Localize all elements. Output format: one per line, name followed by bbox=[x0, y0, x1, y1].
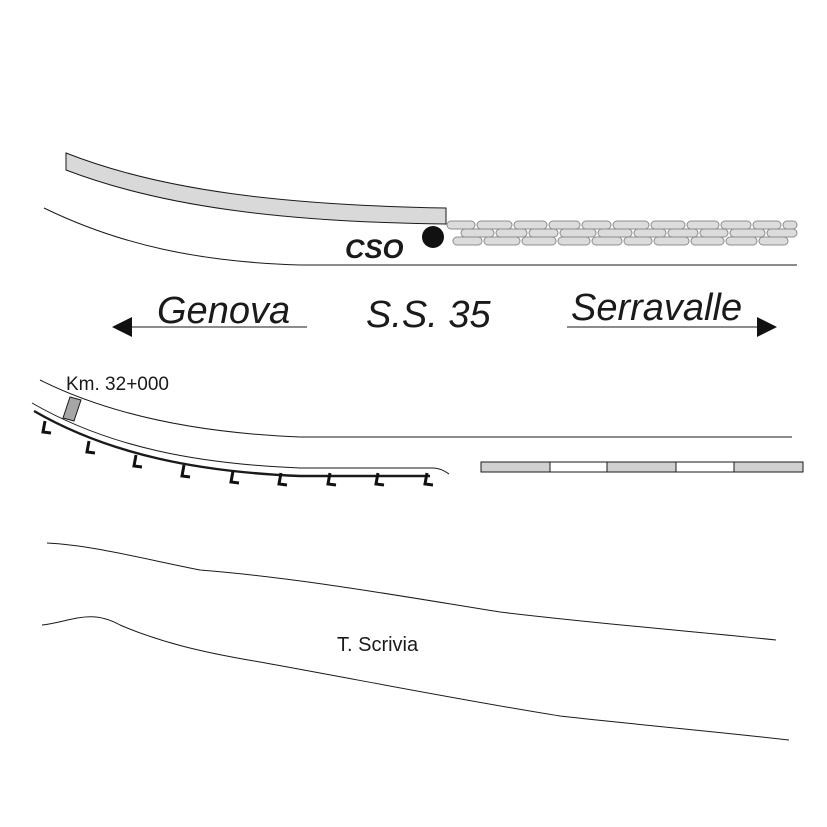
stone-block bbox=[513, 220, 548, 230]
stone-block bbox=[633, 228, 667, 238]
serravalle-arrow-head bbox=[757, 317, 777, 337]
stone-block bbox=[483, 236, 521, 246]
stone-block bbox=[591, 236, 623, 246]
stone-block bbox=[559, 228, 597, 238]
stone-block bbox=[729, 228, 766, 238]
guard-rail-post bbox=[326, 472, 337, 487]
km-marker-post bbox=[62, 396, 82, 422]
guard-rail-post bbox=[132, 454, 143, 469]
stone-block bbox=[495, 228, 528, 238]
genova-arrow-head bbox=[112, 317, 132, 337]
stone-block bbox=[528, 228, 559, 238]
stone-block bbox=[623, 236, 653, 246]
stone-block bbox=[557, 236, 591, 246]
stone-block bbox=[581, 220, 612, 230]
stone-block bbox=[446, 220, 476, 230]
serravalle-label: Serravalle bbox=[571, 287, 742, 329]
river-bank-north bbox=[46, 542, 777, 641]
stone-block bbox=[699, 228, 729, 238]
lower-road-edge bbox=[39, 379, 792, 438]
cso-point bbox=[422, 226, 444, 248]
guard-rail-post bbox=[229, 470, 240, 485]
river-label: T. Scrivia bbox=[337, 634, 419, 656]
stone-block bbox=[782, 220, 798, 230]
stone-block bbox=[686, 220, 720, 230]
guard-rail-post bbox=[277, 472, 288, 487]
guard-rail-post bbox=[423, 472, 434, 487]
stone-block bbox=[758, 236, 789, 246]
stone-block bbox=[650, 220, 686, 230]
stone-block bbox=[612, 220, 650, 230]
stone-wall bbox=[446, 220, 798, 246]
cso-label: CSO bbox=[345, 234, 404, 264]
guard-rail-posts bbox=[41, 420, 434, 487]
barrier-segment bbox=[549, 461, 608, 473]
guard-rail bbox=[33, 409, 430, 478]
guard-rail-post bbox=[85, 440, 96, 455]
stone-block bbox=[521, 236, 557, 246]
stone-block bbox=[752, 220, 782, 230]
stone-block bbox=[452, 236, 483, 246]
stone-block bbox=[460, 228, 495, 238]
guard-rail-inner bbox=[31, 402, 450, 475]
road-name-label: S.S. 35 bbox=[366, 294, 491, 336]
genova-label: Genova bbox=[157, 290, 290, 332]
barrier-segment bbox=[480, 461, 551, 473]
guard-rail-post bbox=[180, 464, 191, 479]
stone-block bbox=[720, 220, 752, 230]
stone-block bbox=[597, 228, 633, 238]
stone-block bbox=[766, 228, 798, 238]
river-bank-south bbox=[41, 616, 790, 741]
segmented-barrier bbox=[480, 461, 804, 473]
barrier-segment bbox=[606, 461, 677, 473]
stone-block bbox=[690, 236, 725, 246]
retaining-wall bbox=[65, 152, 447, 225]
barrier-segment bbox=[733, 461, 804, 473]
barrier-segment bbox=[675, 461, 735, 473]
stone-block bbox=[667, 228, 699, 238]
stone-block bbox=[548, 220, 581, 230]
stone-block bbox=[653, 236, 690, 246]
stone-block bbox=[725, 236, 758, 246]
km-marker-label: Km. 32+000 bbox=[66, 374, 169, 395]
upper-road-edge bbox=[43, 207, 797, 266]
guard-rail-post bbox=[374, 472, 385, 487]
stone-block bbox=[476, 220, 513, 230]
guard-rail-post bbox=[41, 420, 52, 435]
